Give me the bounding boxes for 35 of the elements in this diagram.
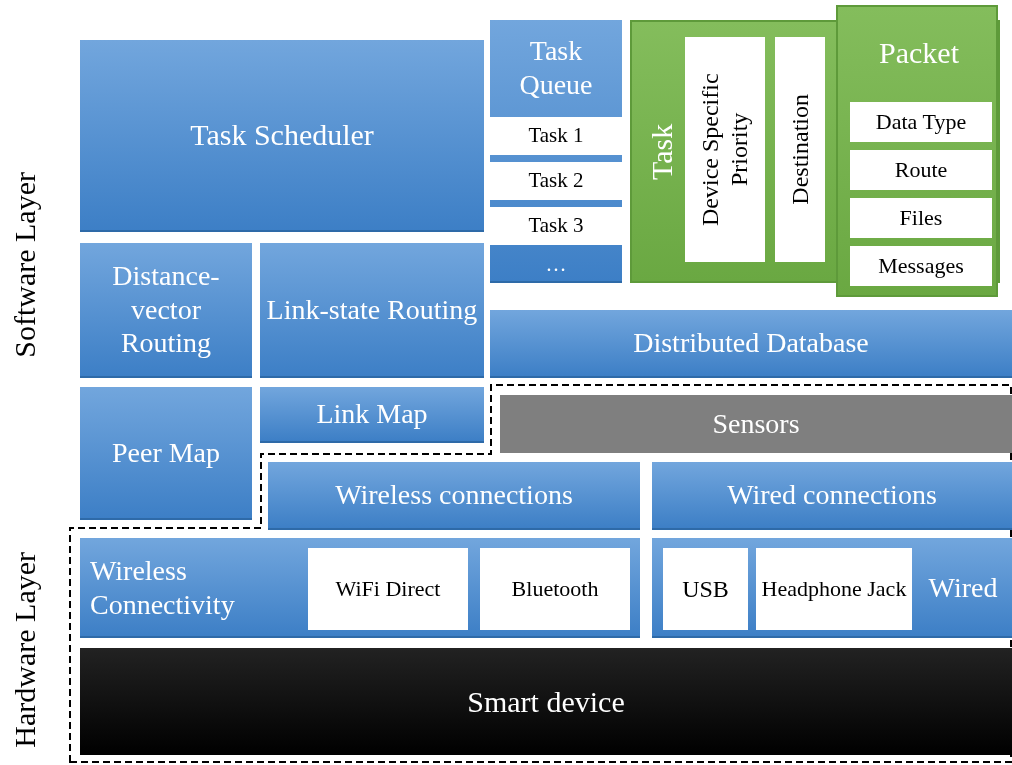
process-box: Task Scheduler [80,40,484,232]
process-box: Wireless connections [268,462,640,530]
field-box: Files [850,198,992,238]
field-box: Route [850,150,992,190]
queue-panel [490,20,622,283]
process-box: Distributed Database [490,310,1012,378]
panel-title: Wired [927,571,999,606]
process-box: Link Map [260,387,484,443]
component-box: Headphone Jack [756,548,912,630]
packet-panel [836,5,998,297]
layer-label: Hardware Layer [10,552,40,748]
process-box: Peer Map [80,387,252,520]
layer-label: Software Layer [10,172,40,358]
component-box: USB [663,548,748,630]
component-box: WiFi Direct [308,548,468,630]
field-box: Data Type [850,102,992,142]
connectivity-panel [80,538,640,638]
panel-title: Wireless Connectivity [90,554,236,622]
task-box: Task 1 [490,117,622,155]
device-box: Smart device [80,648,1012,755]
ellipsis-text: … [490,250,622,280]
process-box: Wired connections [652,462,1012,530]
process-box: Distance-vector Routing [80,243,252,378]
panel-title: Task [644,122,679,183]
connectivity-panel [652,538,1012,638]
component-box: Bluetooth [480,548,630,630]
panel-title: Packet [878,35,960,71]
process-box: Link-state Routing [260,243,484,378]
task-box: Task 3 [490,207,622,245]
process-box: Sensors [500,395,1012,453]
field-box: Destination [775,37,825,262]
field-box: Device Specific Priority [685,37,765,262]
panel-title: Task Queue [518,33,594,102]
task-box: Task 2 [490,162,622,200]
field-box: Messages [850,246,992,286]
